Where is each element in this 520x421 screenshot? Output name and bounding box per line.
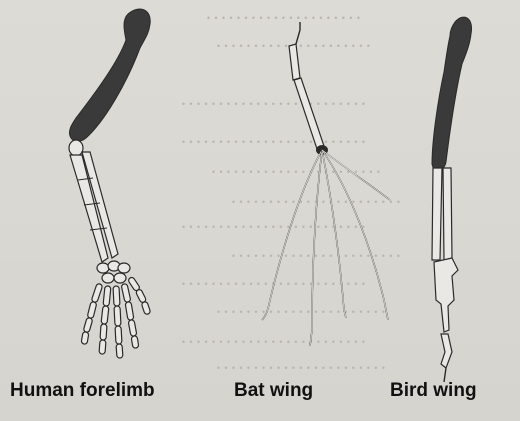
label-human-forelimb: Human forelimb <box>10 380 155 402</box>
bat-digit-highlight <box>322 150 346 318</box>
human-phalanx <box>116 344 123 358</box>
human-phalanx <box>121 283 131 302</box>
human-phalanx <box>115 326 122 344</box>
label-bat-wing: Bat wing <box>234 380 313 402</box>
bat-digit <box>322 150 388 320</box>
human-phalanx <box>141 301 151 315</box>
bird-radius <box>432 168 442 260</box>
human-phalanx <box>135 289 146 304</box>
human-phalanx <box>81 332 89 345</box>
human-phalanx <box>131 336 139 349</box>
human-carpals <box>97 261 130 283</box>
bat-radius <box>294 78 324 149</box>
bird-wing <box>432 17 472 382</box>
human-phalanges <box>81 276 151 358</box>
bat-digit-highlight <box>322 150 388 320</box>
human-phalanx <box>101 306 109 325</box>
label-bird-wing: Bird wing <box>390 380 477 402</box>
bat-humerus <box>289 44 300 80</box>
bird-ulna <box>443 168 452 260</box>
human-phalanx <box>128 319 137 336</box>
human-phalanx <box>100 324 107 340</box>
human-phalanx <box>91 283 103 303</box>
bat-wing <box>262 22 390 346</box>
bird-humerus <box>432 17 472 170</box>
human-phalanx <box>103 286 111 307</box>
bat-digit-highlight <box>310 150 322 346</box>
bird-digit <box>441 334 452 368</box>
human-phalanx <box>125 302 134 321</box>
human-phalanx <box>113 286 120 306</box>
human-humerus <box>69 9 150 141</box>
bat-digits <box>262 150 390 346</box>
human-forelimb <box>69 9 151 358</box>
bat-digit-highlight <box>322 150 390 200</box>
bird-carpometacarpus <box>434 258 458 332</box>
human-elbow <box>69 140 83 156</box>
human-phalanx <box>83 317 93 333</box>
human-phalanx <box>114 306 121 326</box>
human-phalanx <box>99 340 106 354</box>
human-phalanx <box>87 301 97 318</box>
